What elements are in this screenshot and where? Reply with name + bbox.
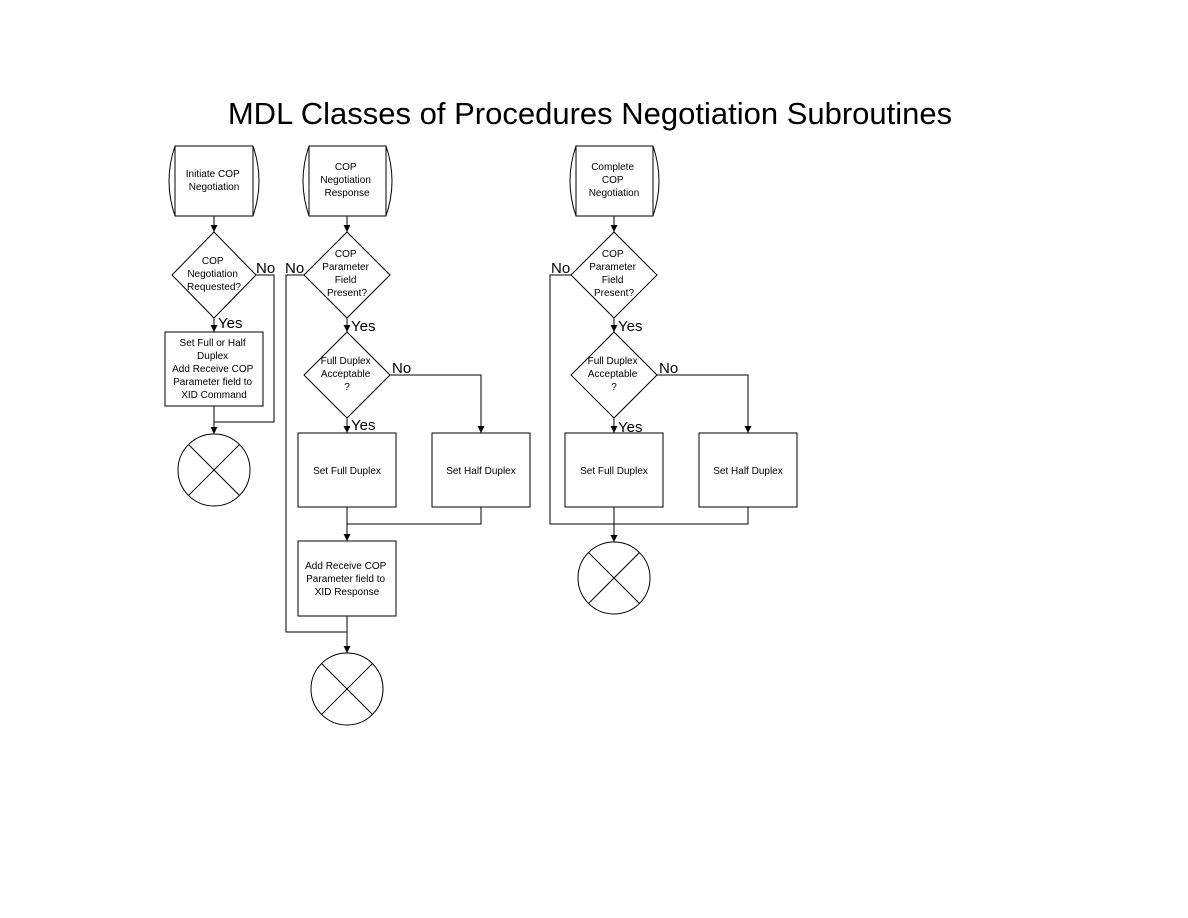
process-label: Set Full Duplex [313,466,381,477]
connector-no [214,274,275,423]
start-label-line: Negotiation [589,188,640,199]
process-set-duplex-xid-command: Set Full or Half Duplex Add Receive COP … [164,331,264,407]
connector-no [285,274,347,633]
process-label-line: Parameter field to [306,574,385,585]
decision-label-line: Full Duplex [321,356,371,367]
decision-label-line: Full Duplex [588,356,638,367]
connector-no [390,374,485,433]
start-initiate-cop-negotiation: Initiate COP Negotiation [168,145,260,217]
decision-label-line: Negotiation [187,269,238,280]
branch-yes-label: Yes [351,318,375,335]
decision-cop-negotiation-requested: COP Negotiation Requested? [171,231,257,319]
branch-yes-label: Yes [218,315,242,332]
svg-text:Complete COP N: Complete COP Negotiation [589,162,640,199]
process-label-line: Add Receive COP [305,561,386,572]
terminator-end-1 [177,433,251,507]
terminator-end-3 [577,541,651,615]
process-set-full-duplex: Set Full Duplex [564,432,664,508]
process-label-line: XID Response [315,587,380,598]
svg-text:Add Receive COP Parame: Add Receive COP Parameter field to XID R… [305,561,389,598]
branch-no-label: No [392,360,411,377]
start-label-line: Negotiation [320,175,371,186]
svg-text:COP Parameter: COP Parameter Field Present? [589,249,638,299]
branch-no-label: No [285,260,304,277]
start-label-line: Complete [591,162,634,173]
svg-text:COP Parameter: COP Parameter Field Present? [322,249,371,299]
process-label: Set Full Duplex [580,466,648,477]
decision-label-line: Acceptable [321,369,371,380]
process-label-line: Add Receive COP [172,364,253,375]
decision-cop-parameter-field-present: COP Parameter Field Present? [303,231,391,319]
decision-label-line: ? [611,382,617,393]
process-label-line: Duplex [197,351,228,362]
process-label-line: XID Command [181,390,247,401]
process-label-line: Parameter field to [173,377,252,388]
decision-label-line: COP [202,256,224,267]
flow-cop-negotiation-response: COP Negotiation Response COP Parameter F… [285,145,531,726]
svg-text:Initiate COP Negotiati: Initiate COP Negotiation [186,169,243,193]
svg-text:Full Duplex Acceptable: Full Duplex Acceptable ? [588,356,641,393]
branch-yes-label: Yes [618,419,642,436]
decision-cop-parameter-field-present: COP Parameter Field Present? [570,231,658,319]
decision-full-duplex-acceptable: Full Duplex Acceptable ? [303,331,391,419]
flow-complete-cop-negotiation: Complete COP Negotiation COP Parameter F… [549,145,798,615]
decision-label-line: Present? [594,288,634,299]
process-label: Set Half Duplex [446,466,515,477]
process-label: Set Half Duplex [713,466,782,477]
terminator-end-2 [310,652,384,726]
branch-no-label: No [551,260,570,277]
connector-no [549,274,614,525]
svg-text:Full Duplex Acceptable: Full Duplex Acceptable ? [321,356,374,393]
decision-label-line: Parameter [589,262,636,273]
decision-label-line: Field [335,275,357,286]
decision-label-line: Present? [327,288,367,299]
connector-merge [614,507,749,525]
diagram-title: MDL Classes of Procedures Negotiation Su… [228,96,952,131]
decision-full-duplex-acceptable: Full Duplex Acceptable ? [570,331,658,419]
branch-yes-label: Yes [351,417,375,434]
connector-no [657,374,752,433]
decision-label-line: Field [602,275,624,286]
connector-merge [347,507,482,525]
decision-label-line: Requested? [187,282,241,293]
svg-text:COP Negotiation: COP Negotiation Response [320,162,373,199]
flow-initiate-cop-negotiation: Initiate COP Negotiation COP Negotiation… [164,145,275,507]
svg-text:Set Full or Half Duple: Set Full or Half Duplex Add Receive COP … [172,338,256,401]
decision-label-line: Parameter [322,262,369,273]
process-set-full-duplex: Set Full Duplex [297,432,397,508]
decision-label-line: COP [335,249,357,260]
branch-yes-label: Yes [618,318,642,335]
process-set-half-duplex: Set Half Duplex [431,432,531,508]
branch-no-label: No [256,260,275,277]
start-label-line: Initiate COP [186,169,240,180]
svg-text:COP Negotiation: COP Negotiation Requested? [187,256,241,293]
start-label-line: COP [602,175,624,186]
branch-no-label: No [659,360,678,377]
start-label-line: Negotiation [189,182,240,193]
start-label-line: Response [324,188,369,199]
process-label-line: Set Full or Half [180,338,246,349]
process-set-half-duplex: Set Half Duplex [698,432,798,508]
start-label-line: COP [335,162,357,173]
start-cop-negotiation-response: COP Negotiation Response [302,145,393,217]
decision-label-line: ? [344,382,350,393]
start-complete-cop-negotiation: Complete COP Negotiation [569,145,660,217]
decision-label-line: Acceptable [588,369,638,380]
decision-label-line: COP [602,249,624,260]
process-add-receive-cop-xid-response: Add Receive COP Parameter field to XID R… [297,540,397,617]
